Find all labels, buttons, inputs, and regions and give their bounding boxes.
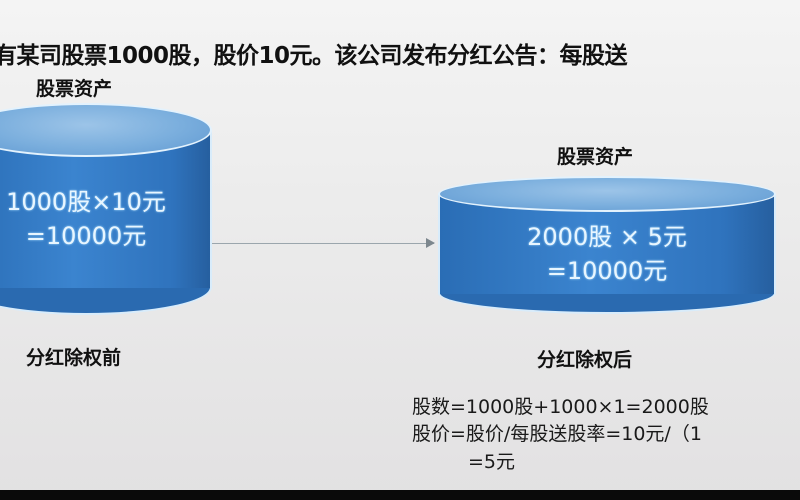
slide-title: 有某司股票1000股，股价10元。该公司发布分红公告：每股送 [0, 43, 628, 69]
bottom-bar [0, 490, 800, 500]
before-value-line1: 1000股×10元 [6, 188, 166, 216]
after-stage-label: 分红除权后 [537, 349, 633, 371]
after-cylinder-text: 2000股 × 5元 =10000元 [438, 220, 776, 288]
before-value-line2: =10000元 [25, 222, 147, 250]
after-asset-label: 股票资产 [557, 146, 634, 168]
after-value-line1: 2000股 × 5元 [527, 223, 687, 251]
price-formula: 股价=股价/每股送股率=10元/（1 [412, 423, 702, 445]
before-cylinder: 1000股×10元 =10000元 [0, 103, 212, 315]
after-cylinder-top [438, 176, 776, 212]
after-cylinder: 2000股 × 5元 =10000元 [438, 176, 776, 314]
before-stage-label: 分红除权前 [26, 347, 122, 369]
after-value-line2: =10000元 [546, 257, 668, 285]
before-cylinder-top [0, 103, 212, 157]
arrow-line [212, 243, 434, 244]
shares-formula: 股数=1000股+1000×1=2000股 [412, 396, 709, 418]
price-result: =5元 [468, 451, 516, 473]
arrow-right-icon [426, 238, 435, 248]
before-asset-label: 股票资产 [36, 78, 113, 100]
before-cylinder-text: 1000股×10元 =10000元 [0, 185, 212, 253]
